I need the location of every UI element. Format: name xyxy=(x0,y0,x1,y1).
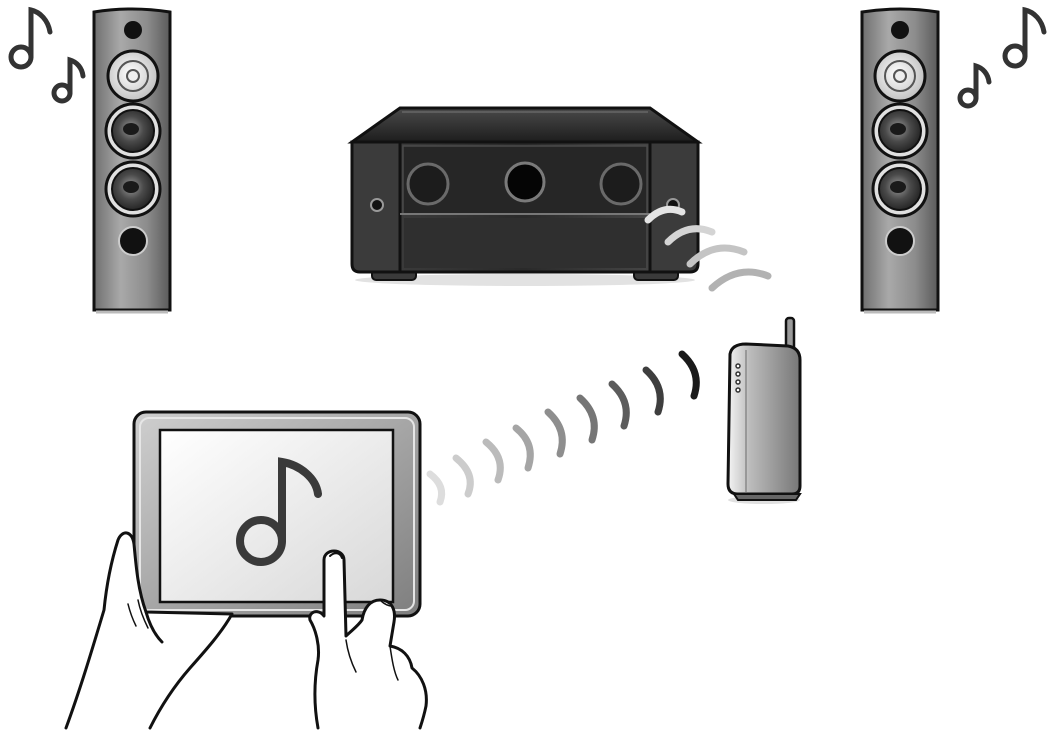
router-status-lights xyxy=(735,363,741,393)
left-floor-speaker xyxy=(92,7,172,314)
wireless-router xyxy=(726,316,802,504)
speaker-driver xyxy=(104,160,162,218)
speaker-driver xyxy=(871,160,929,218)
tablet-screen xyxy=(158,428,395,604)
volume-knob xyxy=(406,162,450,206)
wifi-wave-icon xyxy=(644,205,772,292)
speaker-driver xyxy=(106,21,160,103)
wifi-wave-icon xyxy=(426,350,700,506)
music-note-icon xyxy=(1002,6,1047,69)
speaker-driver xyxy=(873,21,927,103)
input-knob xyxy=(599,162,643,206)
hand-icon xyxy=(64,531,428,730)
right-floor-speaker xyxy=(860,7,940,314)
speaker-driver xyxy=(104,102,162,160)
music-note-icon xyxy=(957,62,992,109)
music-note-icon xyxy=(8,6,53,70)
music-note-icon xyxy=(51,56,86,104)
display-window xyxy=(504,161,546,203)
speaker-driver xyxy=(871,102,929,160)
music-note-icon xyxy=(236,457,322,566)
av-receiver xyxy=(347,106,703,286)
tablet xyxy=(132,410,422,618)
